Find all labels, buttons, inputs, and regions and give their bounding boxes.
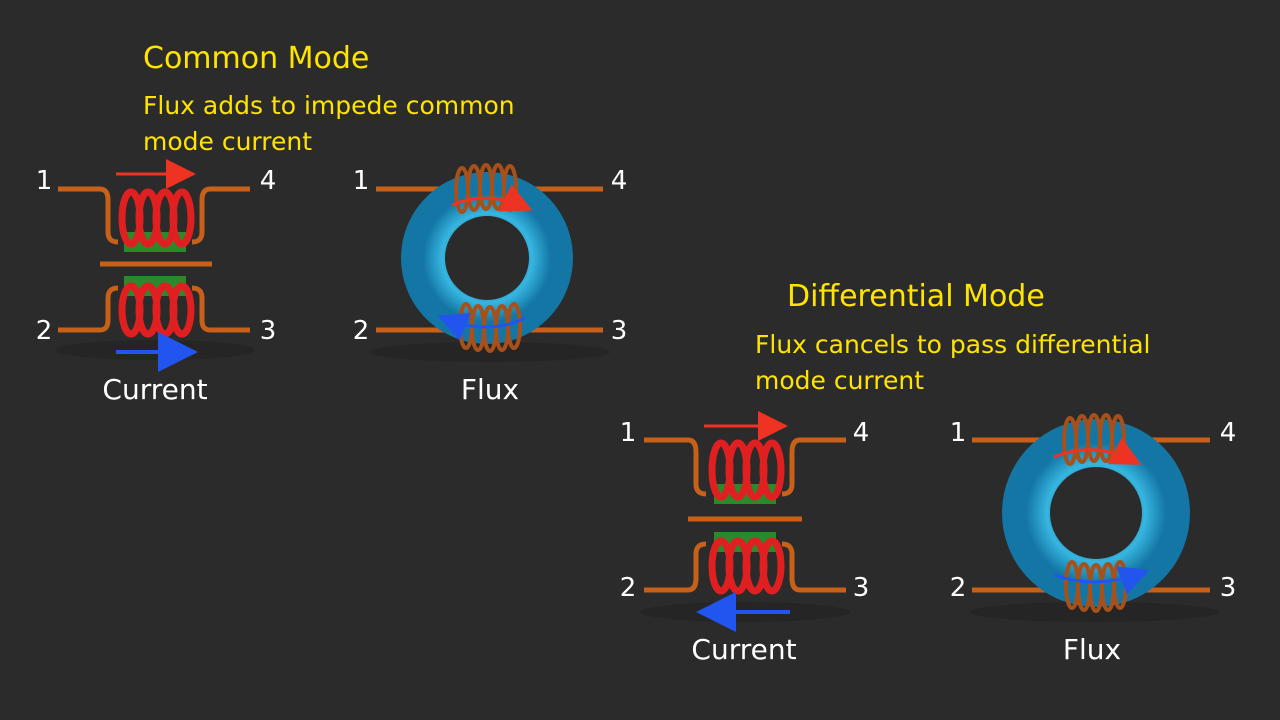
dm-flux-toroid (970, 413, 1220, 622)
dm-flux-terminal-1: 1 (949, 418, 967, 448)
dm-current-terminal-3: 3 (852, 573, 870, 603)
dm-current-terminal-1: 1 (619, 418, 637, 448)
differential-mode-description: Flux cancels to pass differential mode c… (755, 327, 1150, 399)
cm-current-terminal-1: 1 (35, 166, 53, 196)
cm-flux-arrow-bottom (437, 312, 526, 341)
cm-current-inductor (55, 159, 255, 372)
differential-mode-title: Differential Mode (787, 279, 1045, 314)
dm-flux-terminal-2: 2 (949, 573, 967, 603)
cm-current-caption: Current (102, 373, 208, 406)
differential-mode-desc-line2: mode current (755, 366, 925, 395)
dm-flux-terminal-4: 4 (1219, 418, 1237, 448)
differential-mode-desc-line1: Flux cancels to pass differential (755, 330, 1151, 359)
dm-flux-arrow-top (1053, 437, 1142, 465)
dm-current-terminal-2: 2 (619, 573, 637, 603)
dm-flux-caption: Flux (1062, 633, 1122, 666)
cm-flux-terminal-2: 2 (352, 316, 370, 346)
dm-flux-arrow-bottom (1053, 566, 1150, 595)
common-mode-desc-line2: mode current (143, 127, 313, 156)
common-mode-description: Flux adds to impede common mode current (143, 88, 515, 160)
cm-flux-terminal-4: 4 (610, 166, 628, 196)
dm-flux-terminal-3: 3 (1219, 573, 1237, 603)
cm-current-terminal-2: 2 (35, 316, 53, 346)
cm-flux-caption: Flux (460, 373, 520, 406)
cm-flux-toroid (370, 163, 610, 362)
common-mode-desc-line1: Flux adds to impede common (143, 91, 515, 120)
dm-current-inductor (640, 411, 850, 632)
dm-current-caption: Current (691, 633, 797, 666)
dm-current-terminal-4: 4 (852, 418, 870, 448)
common-mode-title: Common Mode (143, 41, 370, 76)
cm-current-terminal-4: 4 (259, 166, 277, 196)
cm-current-terminal-3: 3 (259, 316, 277, 346)
cm-flux-arrow-top (451, 184, 533, 212)
cm-flux-terminal-3: 3 (610, 316, 628, 346)
cm-flux-terminal-1: 1 (352, 166, 370, 196)
